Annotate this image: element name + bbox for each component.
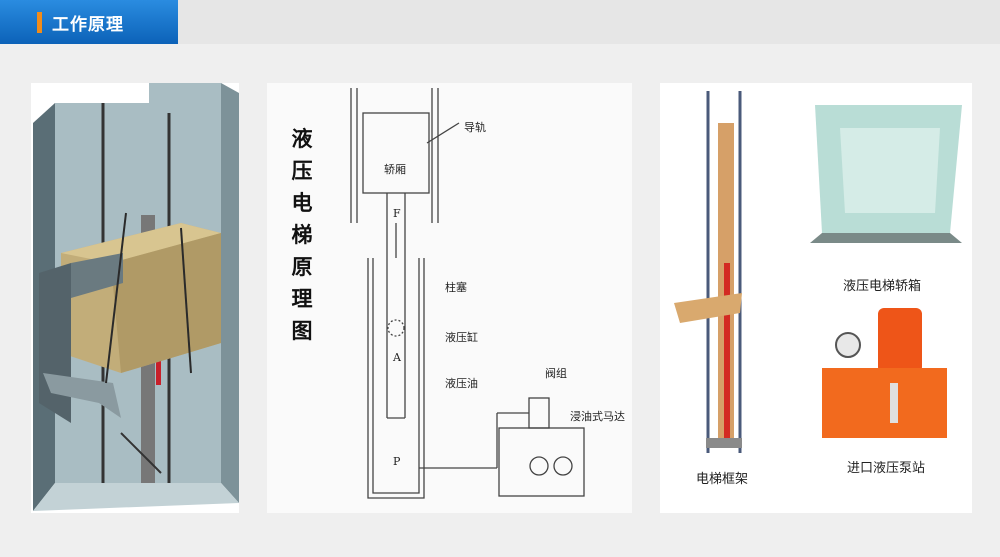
hydraulic-schematic: 液 压 电 梯 原 理 图 导轨 轿厢 F 柱塞 液压缸 A 液压油 P 阀组 … (267, 83, 632, 513)
frame-caption: 电梯框架 (696, 472, 749, 487)
title-accent-mark (37, 12, 42, 33)
label-guide-rail: 导轨 (464, 121, 486, 134)
label-valve: 阀组 (545, 367, 567, 380)
cabin-image (810, 105, 962, 243)
label-oil: 液压油 (445, 377, 478, 390)
label-car: 轿厢 (384, 163, 406, 176)
pump-station-image (822, 308, 947, 438)
section-title-tab: 工作原理 (0, 0, 178, 44)
schematic-title: 液 压 电 梯 原 理 图 (291, 126, 313, 343)
cabin-caption: 液压电梯轿箱 (843, 279, 922, 294)
label-cylinder: 液压缸 (445, 331, 478, 344)
section-title: 工作原理 (52, 15, 124, 35)
component-photos: 电梯框架 液压电梯轿箱 进口液压泵站 (660, 83, 972, 513)
frame-image (674, 91, 742, 453)
label-area: A (393, 351, 401, 364)
label-plunger: 柱塞 (445, 281, 467, 294)
label-motor: 浸油式马达 (570, 410, 625, 423)
label-force: F (393, 207, 401, 220)
elevator-shaft-illustration (31, 83, 239, 513)
label-pressure: P (393, 455, 401, 468)
pump-caption: 进口液压泵站 (847, 461, 926, 476)
